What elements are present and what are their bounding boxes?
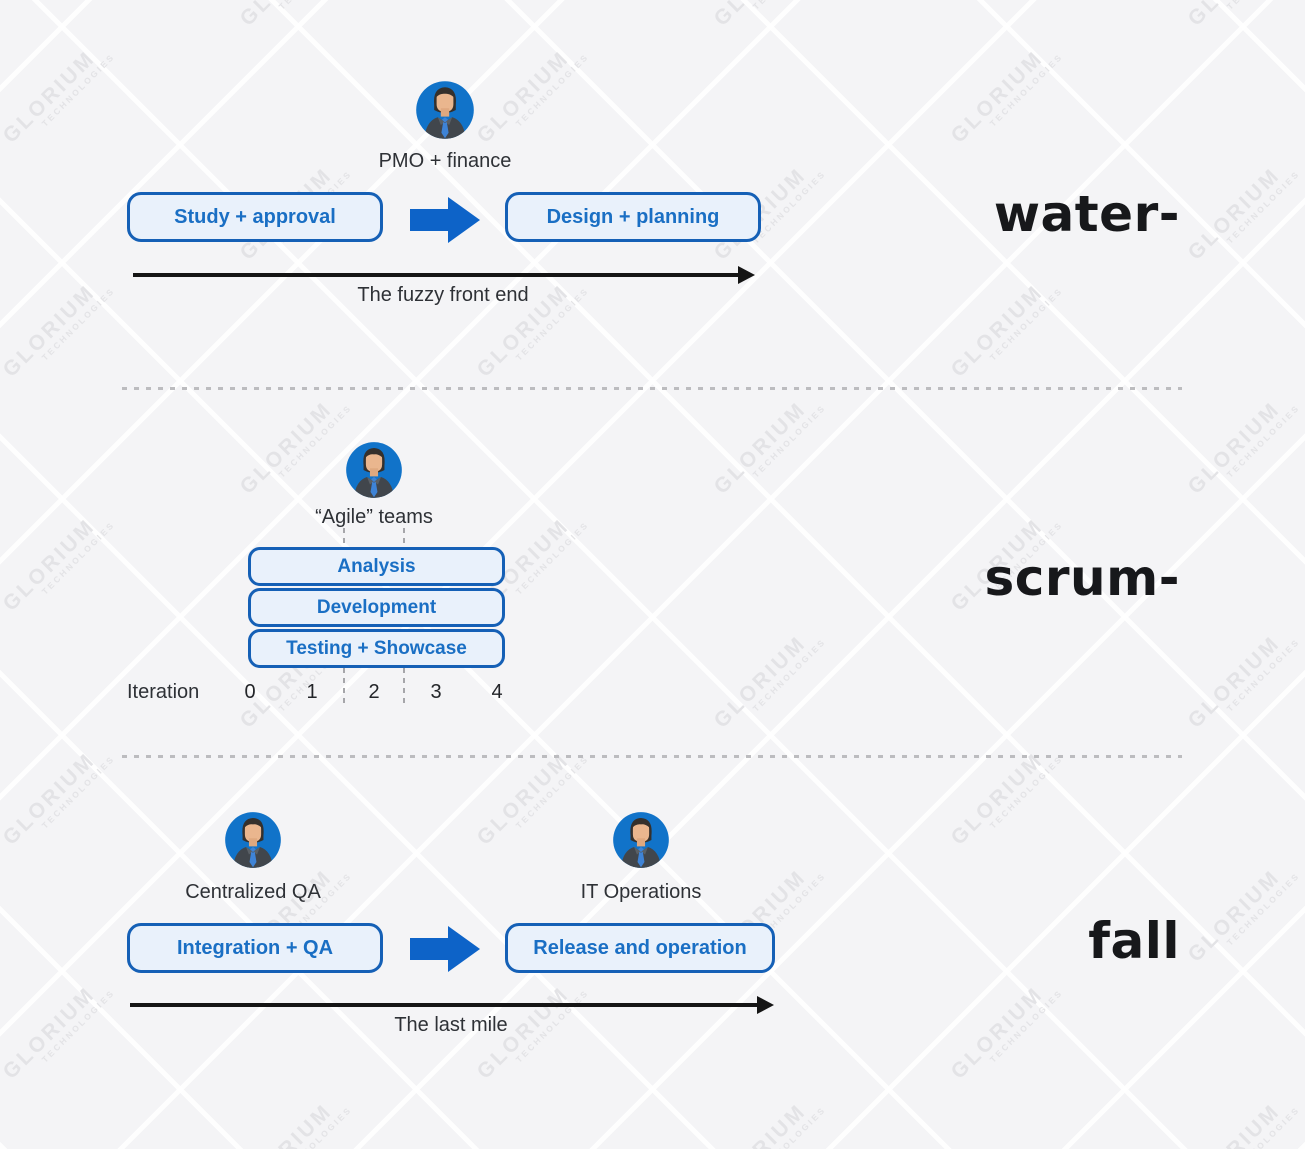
iteration-tick: 3 — [430, 681, 442, 703]
flow-arrow-icon — [410, 926, 480, 977]
heading-fall: fall — [1088, 912, 1180, 970]
box-integration-qa: Integration + QA — [127, 923, 383, 973]
actor-label-pmo-finance: PMO + finance — [378, 150, 512, 172]
heading-water: water- — [993, 185, 1180, 243]
box-testing-showcase: Testing + Showcase — [248, 629, 505, 668]
box-study-approval: Study + approval — [127, 192, 383, 242]
person-avatar-icon — [345, 441, 403, 499]
section-separator — [122, 387, 1182, 390]
section-separator — [122, 755, 1182, 758]
box-design-planning: Design + planning — [505, 192, 761, 242]
actor-label-it-operations: IT Operations — [580, 881, 702, 903]
person-avatar-icon — [612, 811, 670, 869]
iteration-axis-label: Iteration — [127, 681, 200, 703]
timeline-label-last-mile: The last mile — [394, 1014, 508, 1036]
timeline-label-fuzzy-front-end: The fuzzy front end — [357, 284, 529, 306]
iteration-boundary-dash — [403, 668, 405, 706]
box-release-operation: Release and operation — [505, 923, 775, 973]
heading-scrum: scrum- — [984, 549, 1180, 607]
iteration-tick: 0 — [244, 681, 256, 703]
iteration-boundary-dash — [403, 528, 405, 547]
flow-arrow-icon — [410, 197, 480, 248]
timeline-arrow — [130, 996, 774, 1014]
iteration-tick: 1 — [306, 681, 318, 703]
actor-label-agile-teams: “Agile” teams — [315, 506, 433, 528]
iteration-tick: 4 — [491, 681, 503, 703]
person-avatar-icon — [224, 811, 282, 869]
actor-label-centralized-qa: Centralized QA — [185, 881, 321, 903]
timeline-arrow — [133, 266, 755, 284]
box-development: Development — [248, 588, 505, 627]
iteration-boundary-dash — [343, 528, 345, 547]
box-analysis: Analysis — [248, 547, 505, 586]
iteration-boundary-dash — [343, 668, 345, 706]
person-avatar-icon — [415, 80, 475, 140]
iteration-tick: 2 — [368, 681, 380, 703]
